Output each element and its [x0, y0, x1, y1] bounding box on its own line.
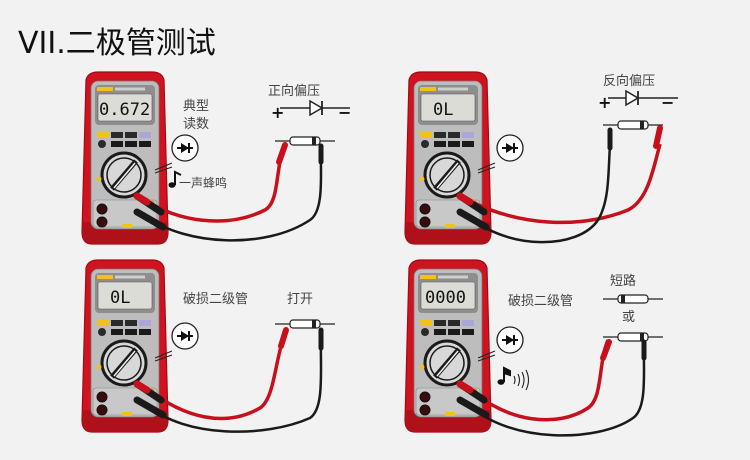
- multimeter: [405, 260, 491, 432]
- diode-component: [603, 120, 663, 130]
- diode-component: [603, 332, 663, 342]
- circuit-label: 反向偏压: [603, 74, 656, 89]
- red-probe: [278, 327, 289, 349]
- panel-broken-open: 0L 破损二级管 打开: [75, 258, 405, 448]
- lcd-display: 0000: [425, 288, 466, 308]
- multimeter: [82, 72, 168, 244]
- page-title: VII.二极管测试: [18, 26, 216, 61]
- black-lead: [469, 145, 612, 244]
- panel-reverse-bias: 0L + − 反向偏压: [398, 70, 728, 260]
- diode-component: [275, 319, 335, 329]
- black-lead: [146, 147, 323, 242]
- red-probe: [653, 125, 663, 149]
- panel-broken-short: 0000 破损二级管 短路 或: [398, 258, 728, 448]
- lcd-display: 0L: [110, 288, 130, 308]
- broken-short-illustration: 0000: [398, 258, 663, 437]
- black-lead: [469, 341, 646, 437]
- broken-open-illustration: 0L: [75, 258, 335, 448]
- diode-component: [275, 136, 335, 146]
- minus-sign: −: [661, 93, 674, 112]
- red-lead: [146, 145, 287, 223]
- reverse-bias-illustration: 0L + −: [398, 70, 678, 260]
- or-label: 或: [622, 310, 636, 325]
- short-circuit-label: 短路: [610, 274, 637, 289]
- panel-forward-bias: 0.672 + − 典型 读数 一: [75, 70, 405, 260]
- red-probe: [600, 339, 612, 361]
- broken-diode-label: 破损二级管: [183, 292, 249, 307]
- red-lead: [145, 333, 287, 421]
- beep-note-icon: [168, 170, 182, 188]
- caption-line-2: 读数: [183, 117, 210, 132]
- red-probe: [276, 142, 288, 165]
- multimeter: [82, 260, 168, 432]
- plus-sign: +: [271, 103, 284, 122]
- diode-symbol: [280, 99, 350, 117]
- diode-symbol: [608, 89, 678, 107]
- typical-reading-label: 典型 读数: [183, 98, 209, 134]
- diode-icon: [496, 326, 524, 354]
- broken-diode-label: 破损二级管: [508, 294, 574, 309]
- circuit-label: 打开: [287, 292, 314, 307]
- forward-bias-illustration: 0.672 + −: [75, 70, 351, 260]
- lcd-display: 0.672: [99, 100, 150, 120]
- minus-sign: −: [338, 103, 351, 122]
- red-lead: [469, 143, 662, 225]
- diode-icon: [496, 134, 524, 162]
- black-lead: [146, 335, 323, 433]
- circuit-label: 正向偏压: [268, 84, 321, 99]
- continuous-beep-icon: [497, 366, 530, 391]
- diode-icon: [171, 134, 199, 162]
- beep-label: 一声蜂鸣: [179, 176, 228, 190]
- lcd-display: 0L: [433, 100, 453, 120]
- plus-sign: +: [598, 93, 611, 112]
- caption-line-1: 典型: [183, 99, 210, 114]
- shorted-diode-component: [603, 294, 663, 304]
- multimeter: [405, 72, 491, 244]
- diode-icon: [171, 322, 199, 350]
- red-lead: [468, 339, 610, 422]
